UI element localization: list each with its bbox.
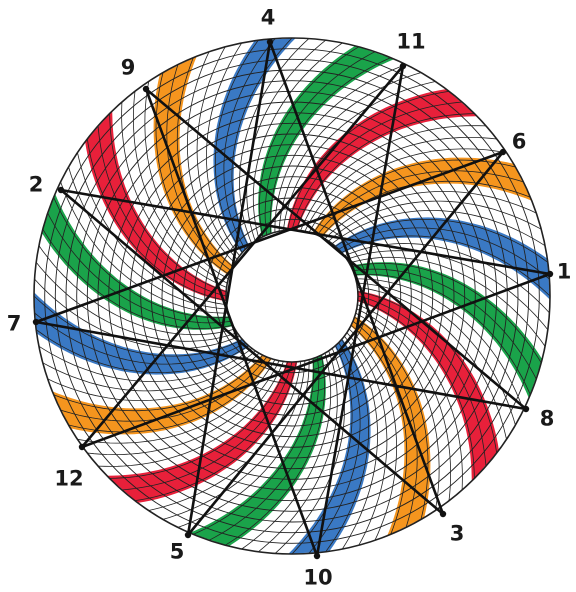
- point-label-2: 2: [29, 175, 44, 196]
- vertex-point-7: [33, 319, 39, 325]
- point-label-6: 6: [512, 132, 527, 153]
- vertex-point-3: [440, 511, 446, 517]
- point-label-4: 4: [261, 8, 276, 29]
- point-label-8: 8: [540, 409, 555, 430]
- vertex-point-8: [523, 406, 529, 412]
- point-label-1: 1: [557, 262, 572, 283]
- vertex-point-6: [500, 149, 506, 155]
- vertex-point-5: [185, 532, 191, 538]
- vertex-point-9: [143, 86, 149, 92]
- point-label-11: 11: [396, 32, 425, 53]
- point-label-10: 10: [303, 568, 332, 589]
- vertex-point-1: [547, 271, 553, 277]
- vertex-point-10: [314, 553, 320, 559]
- point-label-9: 9: [121, 58, 136, 79]
- vertex-point-4: [267, 39, 273, 45]
- point-label-3: 3: [450, 524, 465, 545]
- vertex-point-12: [79, 444, 85, 450]
- vertex-point-11: [400, 63, 406, 69]
- point-label-12: 12: [54, 469, 83, 490]
- point-label-7: 7: [7, 314, 22, 335]
- point-label-5: 5: [170, 542, 185, 563]
- vertex-point-2: [58, 187, 64, 193]
